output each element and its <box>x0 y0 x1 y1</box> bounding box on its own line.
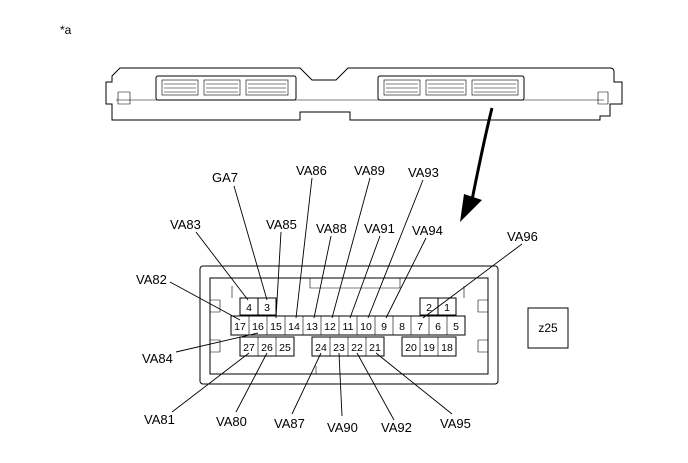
pin-label: 26 <box>261 342 273 354</box>
pin-label: 13 <box>306 321 318 333</box>
wire-label-va93: VA93 <box>408 165 439 180</box>
pin-label: 4 <box>246 302 252 314</box>
view-code-box: z25 <box>527 307 569 349</box>
pin-label: 16 <box>252 321 264 333</box>
wire-label-va81: VA81 <box>144 412 175 427</box>
pin-cell-3 <box>257 297 277 316</box>
wire-label-va94: VA94 <box>412 223 443 238</box>
wire-label-va88: VA88 <box>316 221 347 236</box>
bottom-right-frame <box>401 336 457 357</box>
pin-label: 25 <box>279 342 291 354</box>
wire-label-va84: VA84 <box>142 351 173 366</box>
pin-label: 7 <box>417 321 423 333</box>
wire-labels: GA7 VA86 VA89 VA93 VA83 VA85 VA88 VA91 V… <box>136 163 538 435</box>
wire-label-va85: VA85 <box>266 217 297 232</box>
middle-row-frame <box>230 315 466 336</box>
pin-label: 3 <box>264 302 270 314</box>
wire-label-va91: VA91 <box>364 221 395 236</box>
ecu-module <box>105 67 623 121</box>
wire-label-va86: VA86 <box>296 163 327 178</box>
pin-label: 22 <box>351 342 363 354</box>
pin-label: 19 <box>423 342 435 354</box>
wire-label-va90: VA90 <box>327 420 358 435</box>
pin-label: 8 <box>399 321 405 333</box>
pin-grid: 4 3 2 1 17 16 15 14 13 12 11 10 9 8 7 6 … <box>230 297 466 357</box>
pin-label: 20 <box>405 342 417 354</box>
wire-label-ga7: GA7 <box>212 170 238 185</box>
pin-label: 21 <box>369 342 381 354</box>
pin-label: 10 <box>360 321 372 333</box>
wire-label-va87: VA87 <box>274 416 305 431</box>
pin-label: 9 <box>381 321 387 333</box>
pin-label: 11 <box>343 321 354 333</box>
wire-label-va96: VA96 <box>507 229 538 244</box>
wire-label-va92: VA92 <box>381 420 412 435</box>
wire-label-va82: VA82 <box>136 272 167 287</box>
pin-label: 17 <box>234 321 246 333</box>
connector-housing <box>199 265 499 385</box>
pointer-arrow <box>460 107 494 222</box>
wire-label-va89: VA89 <box>354 163 385 178</box>
figure-marker: *a <box>60 23 72 37</box>
pin-label: 6 <box>435 321 441 333</box>
wire-label-va83: VA83 <box>170 217 201 232</box>
pin-label: 23 <box>333 342 345 354</box>
pin-label: 24 <box>315 342 327 354</box>
wire-label-va95: VA95 <box>440 416 471 431</box>
view-code-label: z25 <box>538 321 558 335</box>
pin-label: 5 <box>453 321 459 333</box>
pin-label: 12 <box>324 321 336 333</box>
bottom-left-frame <box>239 336 295 357</box>
pin-label: 15 <box>270 321 282 333</box>
pin-label: 1 <box>444 302 450 314</box>
wire-label-va80: VA80 <box>216 414 247 429</box>
leader-lines <box>169 177 523 421</box>
pin-label: 18 <box>441 342 453 354</box>
pin-label: 2 <box>426 302 432 314</box>
pin-label: 14 <box>288 321 300 333</box>
pin-label: 27 <box>243 342 255 354</box>
